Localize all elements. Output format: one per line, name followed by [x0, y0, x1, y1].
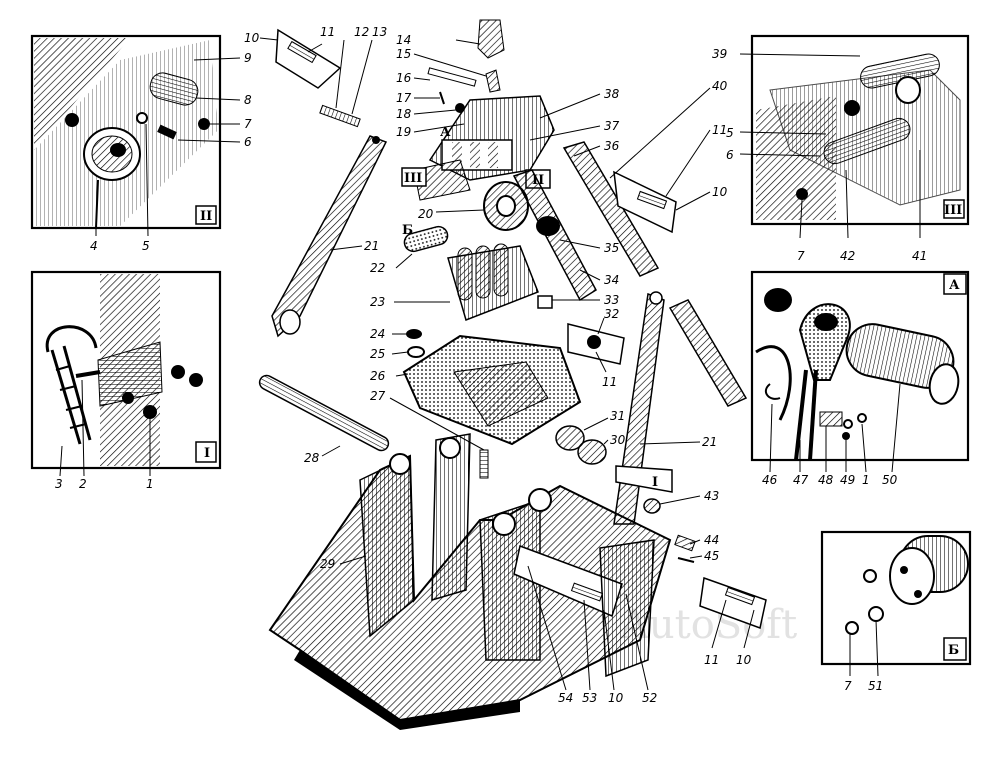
callout-36: 36	[604, 139, 620, 153]
callout-22: 22	[370, 261, 385, 275]
callout-10-bottom-right: 10	[736, 653, 752, 667]
callout-3: 3	[55, 477, 63, 491]
callout-37: 37	[604, 119, 620, 133]
view-marker-A: А	[440, 125, 451, 140]
callout-54: 54	[558, 691, 573, 705]
callout-7-inset-III: 7	[797, 249, 805, 263]
callout-34: 34	[604, 273, 619, 287]
main-exploded-view	[258, 19, 767, 730]
section-mark-III: III	[404, 171, 422, 186]
callout-6: 6	[244, 135, 252, 149]
inset-A	[750, 270, 970, 473]
callout-50: 50	[882, 473, 898, 487]
callout-40: 40	[712, 79, 728, 93]
callout-45: 45	[704, 549, 719, 563]
callout-14: 14	[396, 33, 411, 47]
callout-4: 4	[90, 239, 98, 253]
callout-7: 7	[244, 117, 252, 131]
inset-II-marker: II	[200, 209, 212, 224]
section-mark-I: I	[652, 475, 658, 490]
callout-52: 52	[642, 691, 657, 705]
callout-23: 23	[370, 295, 385, 309]
callout-9: 9	[244, 51, 252, 65]
callout-30: 30	[610, 433, 626, 447]
callout-21-left: 21	[364, 239, 379, 253]
callout-49: 49	[840, 473, 855, 487]
callout-20: 20	[418, 207, 434, 221]
callout-19: 19	[396, 125, 411, 139]
callout-5: 5	[142, 239, 150, 253]
inset-II	[30, 34, 241, 237]
callout-11-bottom: 11	[704, 653, 719, 667]
callout-39: 39	[712, 47, 727, 61]
inset-I-marker: I	[204, 446, 210, 461]
callout-27: 27	[370, 389, 386, 403]
callout-8: 8	[244, 93, 252, 107]
callout-28: 28	[304, 451, 320, 465]
callout-10-bottom: 10	[608, 691, 624, 705]
callout-2: 2	[79, 477, 87, 491]
inset-B-marker: Б	[948, 643, 959, 658]
callout-29: 29	[320, 557, 335, 571]
callout-53: 53	[582, 691, 597, 705]
callout-21-right: 21	[702, 435, 717, 449]
callout-18: 18	[396, 107, 412, 121]
callout-33: 33	[604, 293, 619, 307]
callout-12: 12	[354, 25, 369, 39]
callout-5-inset-III: 5	[726, 126, 734, 140]
callout-26: 26	[370, 369, 386, 383]
callout-41: 41	[912, 249, 927, 263]
view-marker-B: Б	[402, 223, 413, 238]
callout-6-inset-III: 6	[726, 148, 734, 162]
callout-24: 24	[370, 327, 385, 341]
callout-32: 32	[604, 307, 619, 321]
callout-7-inset-B: 7	[844, 679, 852, 693]
section-mark-II: II	[532, 173, 544, 188]
callout-35: 35	[604, 241, 619, 255]
callout-11-right: 11	[712, 123, 727, 137]
callout-38: 38	[604, 87, 620, 101]
callout-48: 48	[818, 473, 834, 487]
inset-III	[739, 34, 970, 239]
inset-A-marker: А	[949, 278, 960, 293]
callout-11-mid: 11	[602, 375, 617, 389]
callout-31: 31	[610, 409, 625, 423]
callout-10-right: 10	[712, 185, 728, 199]
callout-42: 42	[840, 249, 855, 263]
callout-44: 44	[704, 533, 719, 547]
inset-I	[30, 270, 222, 477]
inset-B	[820, 530, 972, 677]
callout-11-top: 11	[320, 25, 335, 39]
callout-1: 1	[146, 477, 154, 491]
callout-1-inset-A: 1	[862, 473, 870, 487]
callout-17: 17	[396, 91, 412, 105]
callout-10-top: 10	[244, 31, 260, 45]
callout-13: 13	[372, 25, 387, 39]
callout-51: 51	[868, 679, 883, 693]
callout-25: 25	[370, 347, 385, 361]
callout-16: 16	[396, 71, 412, 85]
inset-III-marker: III	[944, 203, 962, 218]
callout-47: 47	[793, 473, 809, 487]
callout-15: 15	[396, 47, 411, 61]
callout-46: 46	[762, 473, 778, 487]
callout-43: 43	[704, 489, 719, 503]
